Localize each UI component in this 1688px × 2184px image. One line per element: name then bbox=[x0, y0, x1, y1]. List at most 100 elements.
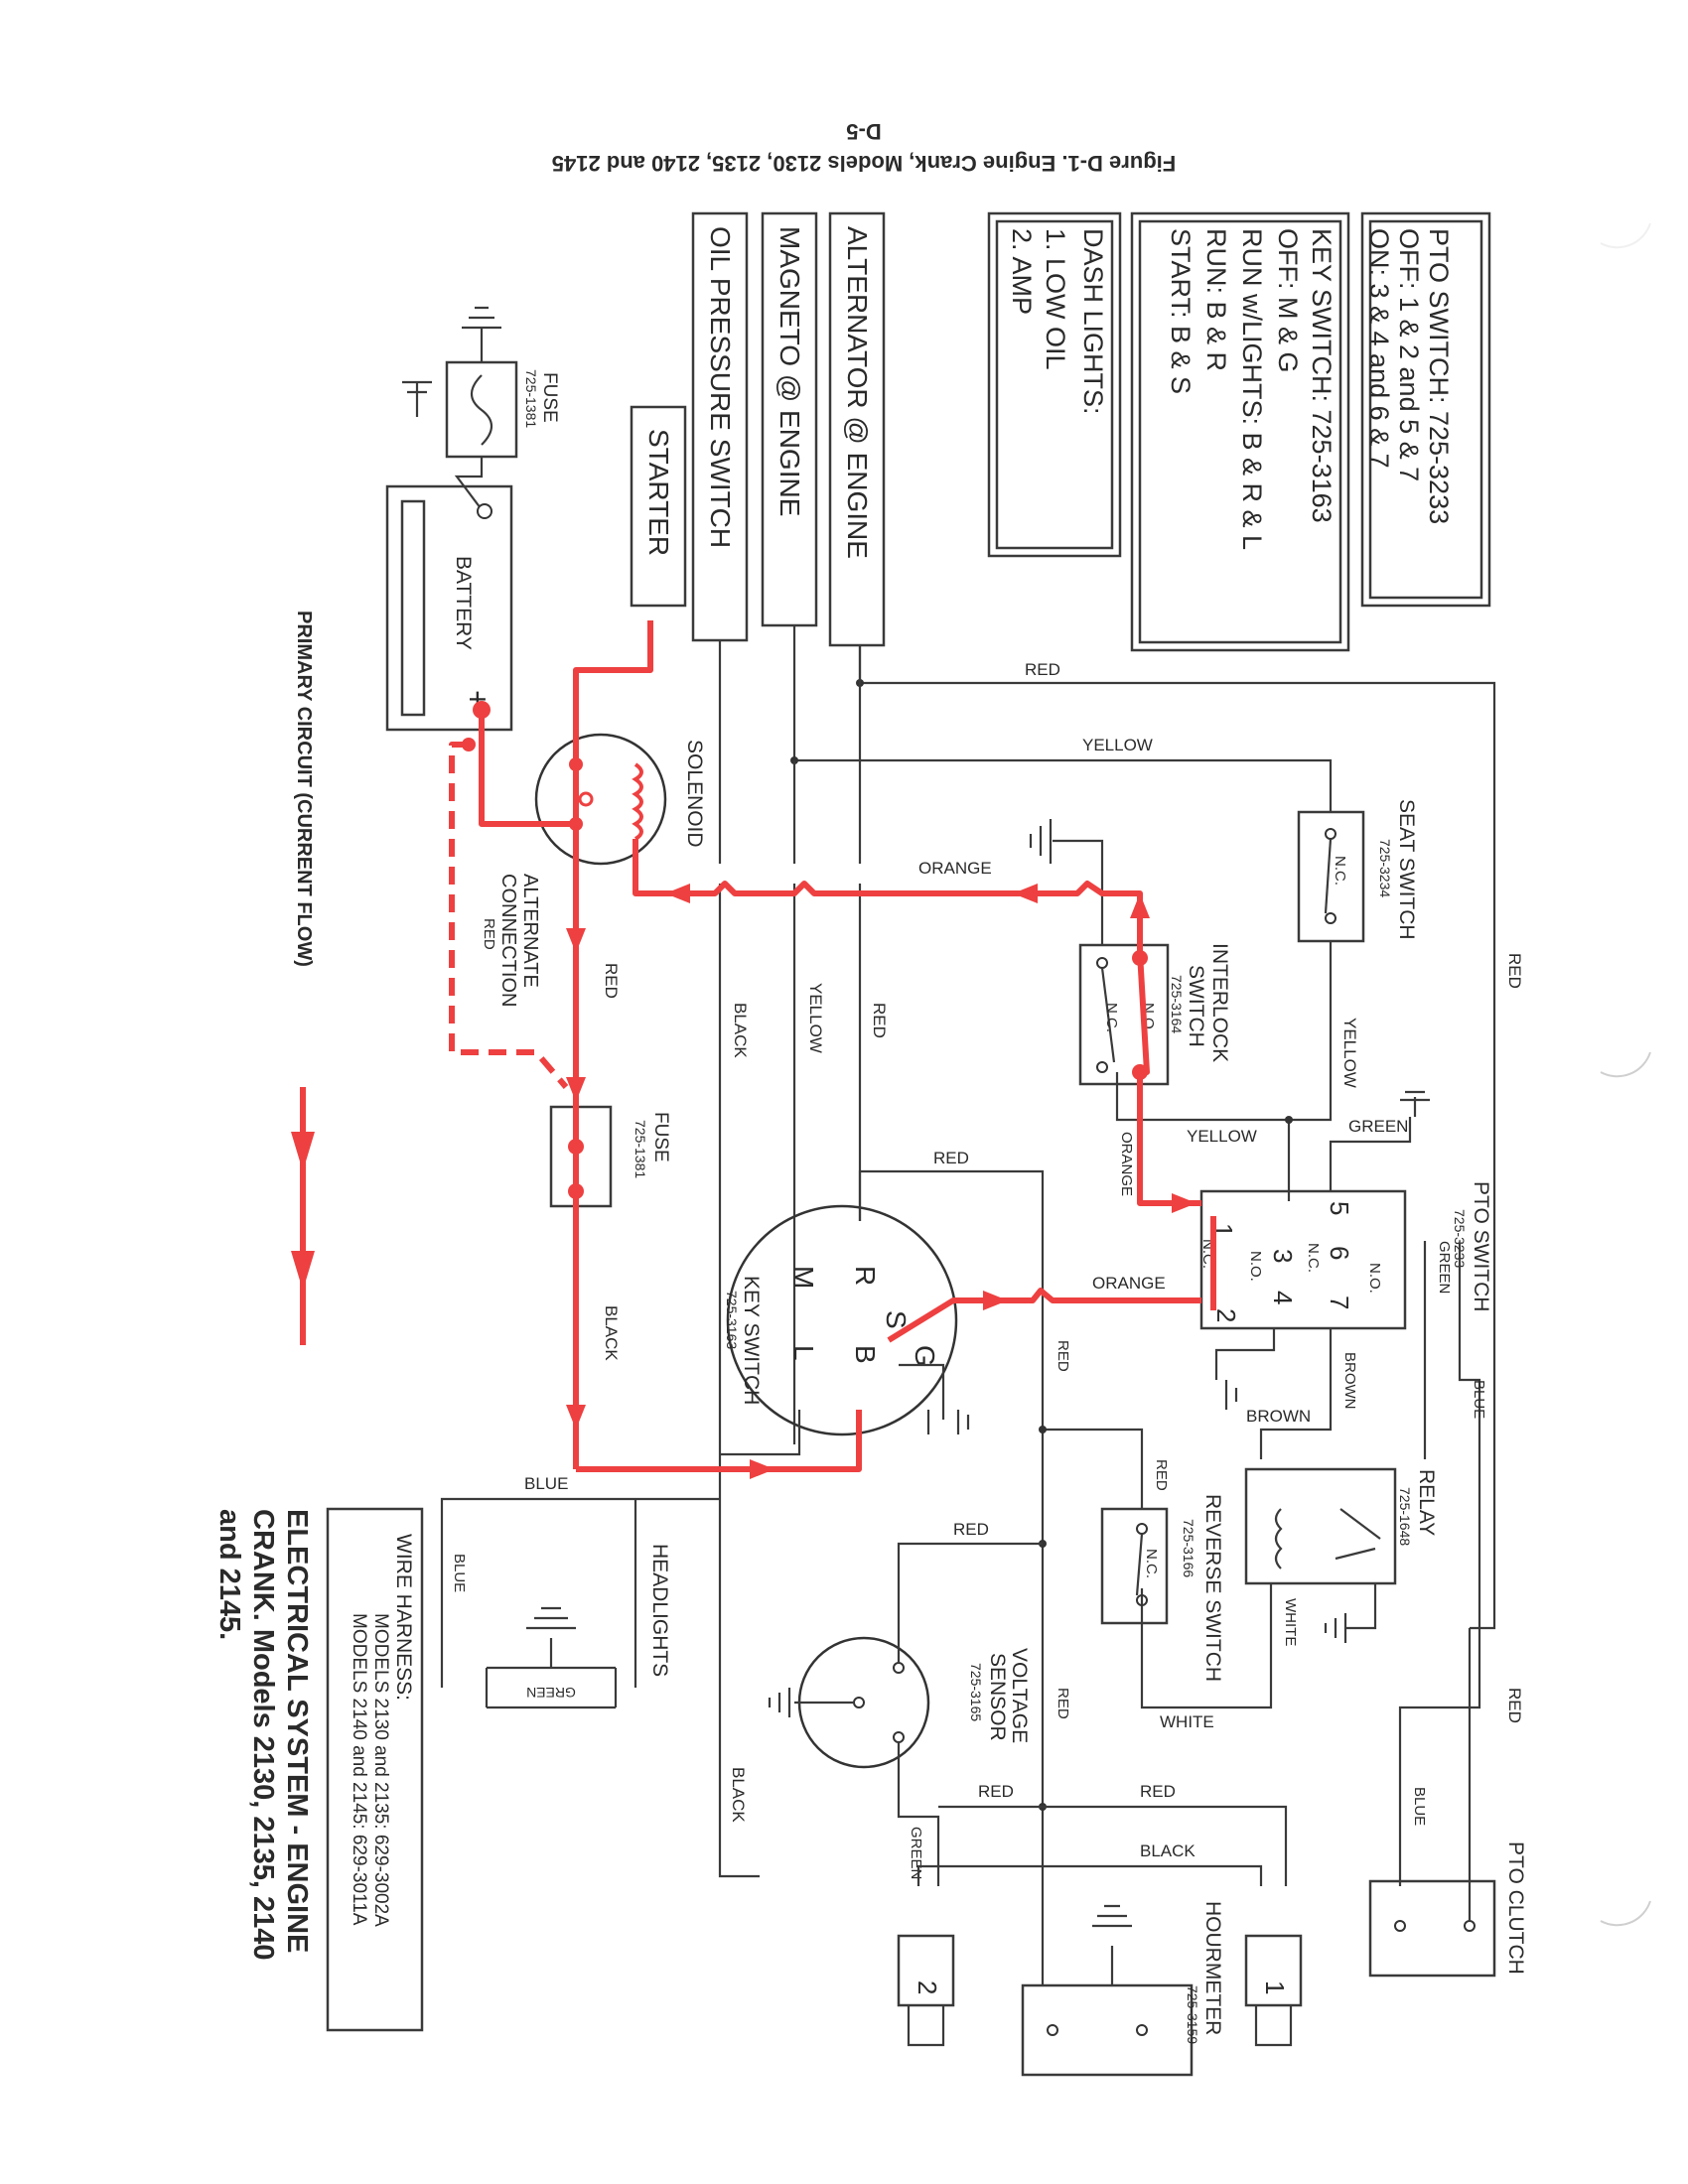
interlock-switch-body bbox=[1078, 943, 1170, 1086]
starter-box bbox=[630, 405, 687, 608]
binder-hole-top bbox=[1600, 222, 1651, 249]
relay-label: RELAY bbox=[1415, 1469, 1438, 1536]
current-path-interlock-to-solenoid bbox=[633, 839, 1150, 1075]
ground-voltage-sensor bbox=[768, 1688, 854, 1717]
alt-connection-3: RED bbox=[481, 918, 497, 950]
label-red-bottom1: RED bbox=[978, 1782, 1014, 1801]
label-red-primary: RED bbox=[602, 963, 621, 999]
key-terminal-b: B bbox=[850, 1345, 881, 1364]
pto-no2: N.O. bbox=[1366, 1263, 1383, 1294]
key-legend-run: RUN: B & R bbox=[1201, 228, 1231, 371]
label-red-top: RED bbox=[1025, 660, 1060, 679]
interlock-part: 725-3164 bbox=[1169, 975, 1185, 1033]
arrow-orange-left bbox=[1013, 884, 1038, 903]
battery-label: BATTERY bbox=[452, 556, 475, 650]
label-orange-interlock: ORANGE bbox=[1118, 1132, 1135, 1196]
label-blue-headlights: BLUE bbox=[524, 1474, 568, 1493]
pto-switch-label: PTO SWITCH bbox=[1470, 1181, 1492, 1311]
dash-light-1-label: 1 bbox=[1260, 1980, 1290, 1994]
voltage-sensor-label2: SENSOR bbox=[986, 1653, 1009, 1741]
label-yellow-top: YELLOW bbox=[1082, 736, 1153, 754]
legend-arrow-2 bbox=[291, 1251, 315, 1291]
label-white-relay: WHITE bbox=[1282, 1598, 1299, 1646]
battery-body bbox=[385, 484, 513, 732]
figure-caption-group: Figure D-1. Engine Crank, Models 2130, 2… bbox=[552, 119, 1177, 176]
label-red-key2: RED bbox=[1055, 1340, 1071, 1372]
magneto-box bbox=[761, 211, 818, 627]
battery-plate bbox=[400, 499, 426, 717]
harness-line1: MODELS 2130 and 2135: 629-3002A bbox=[370, 1613, 391, 1927]
dash-legend-title: DASH LIGHTS: bbox=[1078, 228, 1108, 415]
reverse-switch-contact: N.C. bbox=[1143, 1549, 1160, 1578]
dash-light-1-body bbox=[1244, 1934, 1303, 2007]
wire-brown bbox=[1259, 1328, 1333, 1459]
current-path-starter bbox=[573, 620, 653, 1469]
pto-no: N.O. bbox=[1247, 1251, 1264, 1282]
wire-red-key bbox=[858, 1169, 1045, 1886]
title-line3: and 2145. bbox=[213, 1509, 245, 1640]
seat-switch-contact: N.C. bbox=[1332, 856, 1348, 886]
key-terminal-r: R bbox=[850, 1266, 881, 1286]
alt-connection-2: CONNECTION bbox=[497, 874, 519, 1007]
key-terminal-m: M bbox=[788, 1266, 819, 1289]
key-legend-title: KEY SWITCH: 725-3163 bbox=[1307, 228, 1336, 523]
label-red-key: RED bbox=[933, 1149, 969, 1167]
dash-legend-item2: 2. AMP bbox=[1007, 228, 1037, 315]
alternator-box bbox=[828, 211, 886, 647]
pto-legend-on: ON: 3 & 4 and 6 & 7 bbox=[1364, 228, 1394, 469]
wire-red-voltage bbox=[897, 1542, 1043, 1663]
seat-switch-label: SEAT SWITCH bbox=[1395, 799, 1418, 940]
key-legend-off: OFF: M & G bbox=[1273, 228, 1303, 373]
pto-nc2: N.C. bbox=[1305, 1243, 1322, 1273]
ground-pto-bottom bbox=[1214, 1328, 1276, 1410]
binder-hole-middle bbox=[1600, 1051, 1651, 1078]
fuse-mid-body bbox=[549, 1105, 613, 1208]
ground-hourmeter bbox=[1041, 1886, 1132, 1985]
label-green-pto: GREEN bbox=[1348, 1117, 1408, 1136]
voltage-sensor-part: 725-3165 bbox=[968, 1663, 984, 1721]
label-red-key3: RED bbox=[1055, 1688, 1071, 1719]
dash-legend-item1: 1. LOW OIL bbox=[1041, 228, 1070, 370]
label-blue-pto: BLUE bbox=[1471, 1380, 1487, 1419]
pto-switch-body bbox=[1199, 1189, 1407, 1330]
label-green-headlights: GREEN bbox=[526, 1685, 576, 1701]
dash-lights-legend-inner bbox=[995, 219, 1114, 550]
pto-t4: 4 bbox=[1268, 1291, 1298, 1304]
label-red-right2: RED bbox=[1505, 1688, 1524, 1723]
wire-green-voltage bbox=[897, 1742, 940, 1886]
pto-t5: 5 bbox=[1325, 1201, 1354, 1215]
current-path-battery bbox=[479, 710, 576, 827]
label-orange-top: ORANGE bbox=[918, 859, 992, 878]
solenoid-coil bbox=[632, 762, 643, 841]
arrow-key-to-pto bbox=[983, 1291, 1008, 1310]
key-switch-legend-box bbox=[1130, 211, 1350, 652]
arrow-interlock-up bbox=[1130, 893, 1150, 918]
wire-yellow-seat bbox=[1296, 941, 1333, 1122]
label-brown-2: BROWN bbox=[1246, 1407, 1311, 1426]
pto-clutch-body bbox=[1368, 1879, 1496, 1978]
magneto-label: MAGNETO @ ENGINE bbox=[774, 226, 805, 516]
arrow-primary-4 bbox=[750, 1459, 774, 1479]
interlock-nc: N.C. bbox=[1103, 1003, 1120, 1032]
pto-t7: 7 bbox=[1325, 1296, 1354, 1309]
hourmeter-body bbox=[1021, 1983, 1194, 2077]
relay-coil bbox=[1274, 1508, 1283, 1570]
current-path-alternate bbox=[449, 742, 569, 1089]
solenoid-label: SOLENOID bbox=[683, 740, 706, 848]
label-black-primary: BLACK bbox=[602, 1305, 621, 1361]
ground-interlock bbox=[1029, 819, 1053, 864]
wire-black-oil bbox=[718, 640, 760, 1878]
hourmeter-part: 725-3159 bbox=[1185, 1985, 1200, 2044]
pto-switch-legend-box bbox=[1360, 211, 1491, 608]
fuse-top-label: FUSE bbox=[539, 372, 560, 423]
label-black-bottom: BLACK bbox=[729, 1767, 748, 1823]
fuse-top-part: 725-1381 bbox=[523, 369, 539, 428]
pto-legend-title: PTO SWITCH: 725-3233 bbox=[1424, 228, 1454, 524]
wire-red-reverse bbox=[1041, 1428, 1144, 1509]
dash-light-2-label: 2 bbox=[913, 1980, 942, 1994]
label-green-pto2: GREEN bbox=[1436, 1241, 1453, 1294]
key-terminal-g: G bbox=[910, 1345, 940, 1367]
ground-battery bbox=[402, 380, 432, 417]
wire-red-bottom bbox=[938, 1805, 1288, 1886]
